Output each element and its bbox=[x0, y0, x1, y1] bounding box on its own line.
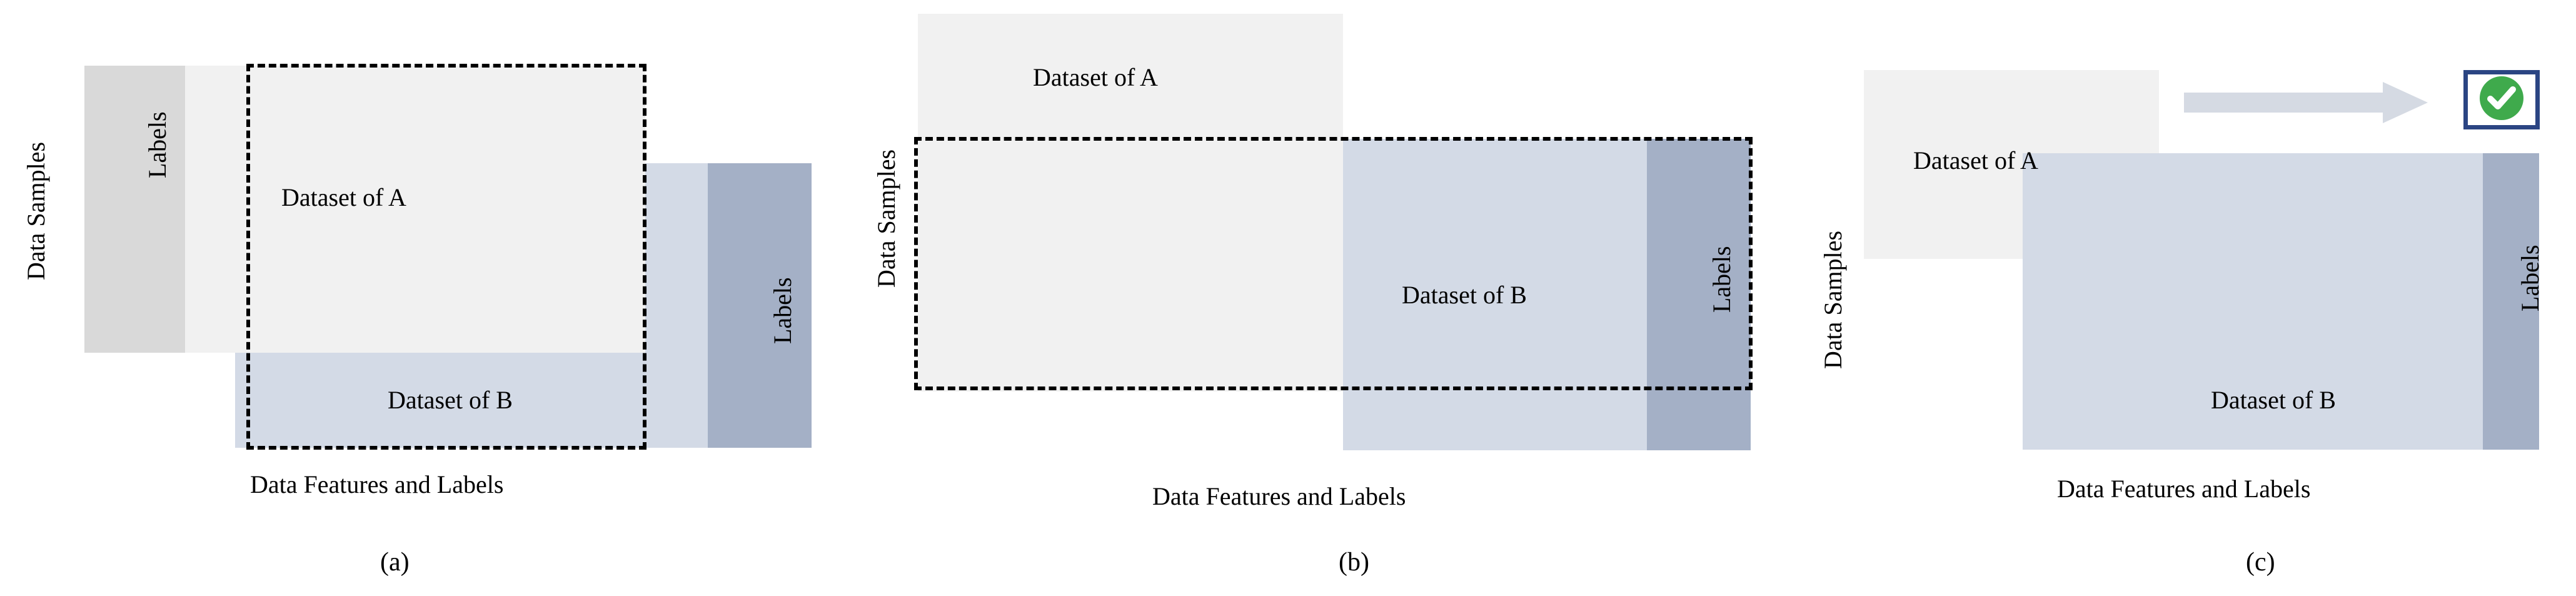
panel-a-dataset-a-block bbox=[185, 66, 645, 353]
panel-a-dataset-b-text: Dataset of B bbox=[388, 386, 513, 414]
panel-c-dataset-b-block bbox=[2023, 153, 2483, 450]
panel-a-x-axis-label: Data Features and Labels bbox=[250, 470, 504, 498]
panel-b-dataset-b-text: Dataset of B bbox=[1402, 281, 1527, 309]
panel-b-dataset-a-text: Dataset of A bbox=[1033, 63, 1158, 91]
green-check-circle-icon bbox=[2478, 75, 2525, 124]
panel-a-labels-left-text: Labels bbox=[143, 111, 171, 178]
panel-b-labels-right-block bbox=[1647, 139, 1751, 450]
status-badge bbox=[2463, 70, 2540, 129]
panel-b-caption: (b) bbox=[1339, 548, 1369, 577]
panel-b-dataset-b-block bbox=[1343, 139, 1647, 450]
panel-b-x-axis-label: Data Features and Labels bbox=[1152, 482, 1406, 510]
panel-a-dashed-selection-frame bbox=[246, 64, 647, 450]
panel-b-dataset-a-block bbox=[918, 14, 1343, 391]
panel-a-dataset-b-block bbox=[235, 353, 645, 448]
panel-c-dataset-b-text: Dataset of B bbox=[2211, 386, 2336, 414]
right-arrow-icon bbox=[2184, 82, 2428, 123]
panel-a-labels-left-block bbox=[84, 66, 185, 353]
panel-c-labels-right-text: Labels bbox=[2516, 245, 2544, 311]
panel-c-caption: (c) bbox=[2246, 548, 2275, 577]
panel-c-dataset-a-text: Dataset of A bbox=[1913, 146, 2038, 174]
panel-b-y-axis-label: Data Samples bbox=[872, 149, 900, 288]
panel-c-labels-right-block bbox=[2483, 153, 2539, 450]
panel-a-y-axis-label: Data Samples bbox=[22, 141, 50, 280]
panel-b-dashed-selection-frame bbox=[914, 137, 1753, 390]
panel-a-labels-right-text: Labels bbox=[768, 277, 797, 344]
panel-a-right-strip-block bbox=[645, 163, 708, 448]
panel-a-dataset-a-text: Dataset of A bbox=[281, 183, 406, 211]
panel-c-y-axis-label: Data Samples bbox=[1819, 230, 1847, 369]
panel-a-labels-right-block bbox=[708, 163, 812, 448]
panel-a-caption: (a) bbox=[380, 548, 410, 577]
panel-c-x-axis-label: Data Features and Labels bbox=[2057, 475, 2311, 503]
